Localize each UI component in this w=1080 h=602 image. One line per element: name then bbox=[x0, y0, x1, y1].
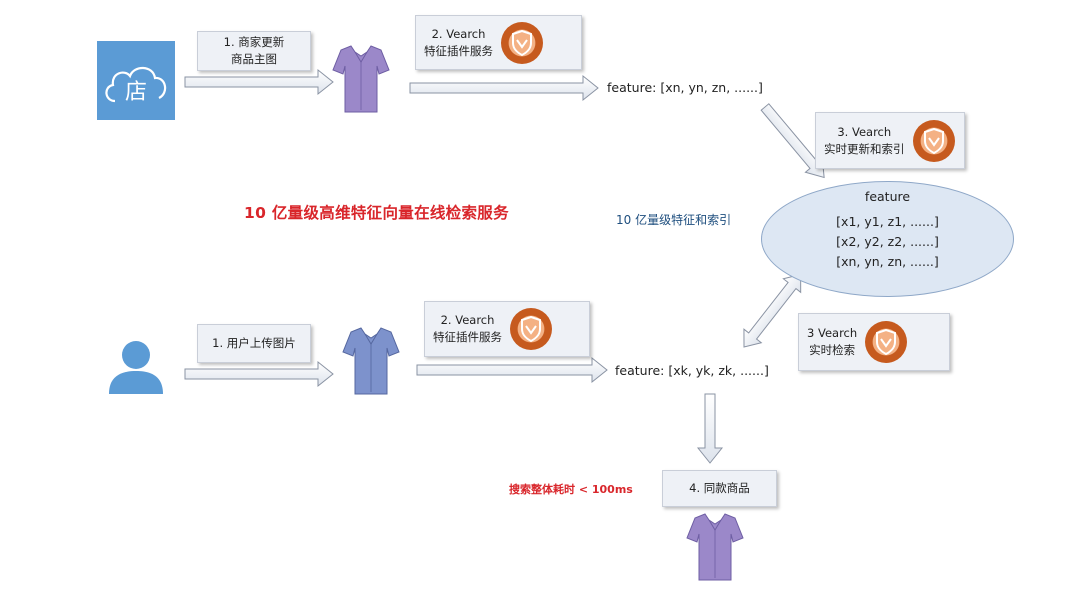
step-feature-plugin-top: 2. Vearch 特征插件服务 bbox=[415, 15, 582, 70]
feature-store-title: feature bbox=[864, 189, 911, 204]
vearch-logo-icon bbox=[501, 21, 543, 64]
vearch-logo-icon bbox=[865, 321, 908, 363]
index-label: 10 亿量级特征和索引 bbox=[616, 213, 732, 227]
step-similar-products: 4. 同款商品 bbox=[662, 470, 777, 507]
step-feature-plugin-bottom: 2. Vearch 特征插件服务 bbox=[424, 301, 590, 357]
step-label: 3 Vearch bbox=[807, 326, 858, 340]
vearch-logo-icon bbox=[912, 119, 955, 162]
latency-note: 搜索整体耗时 < 100ms bbox=[509, 483, 633, 496]
shirt-icon-query bbox=[342, 327, 400, 395]
diagram-title: 10 亿量级高维特征向量在线检索服务 bbox=[244, 204, 509, 222]
step-label: 特征插件服务 bbox=[433, 330, 502, 344]
step-label: 特征插件服务 bbox=[424, 43, 493, 58]
arrow-shirt-to-query-feature bbox=[416, 356, 608, 384]
feature-vector-query: feature: [xk, yk, zk, ......] bbox=[615, 363, 769, 378]
arrow-feature-to-results bbox=[696, 393, 724, 464]
step-label: 1. 用户上传图片 bbox=[212, 336, 296, 350]
step-label: 实时检索 bbox=[809, 343, 856, 357]
vearch-logo-icon bbox=[510, 308, 552, 350]
arrow-user-to-shirt bbox=[184, 360, 334, 388]
user-icon bbox=[109, 341, 163, 394]
step-realtime-search: 3 Vearch 实时检索 bbox=[798, 313, 950, 371]
step-label: 商品主图 bbox=[231, 52, 277, 66]
step-label: 1. 商家更新 bbox=[223, 35, 285, 49]
arrow-shirt-to-feature bbox=[409, 74, 599, 102]
cloud-icon: 店 bbox=[105, 66, 167, 105]
store-glyph: 店 bbox=[125, 80, 147, 105]
store-icon: 店 bbox=[97, 41, 175, 120]
step-label: 2. Vearch bbox=[431, 26, 486, 41]
shirt-icon-product bbox=[332, 45, 390, 113]
step-merchant-update: 1. 商家更新 商品主图 bbox=[197, 31, 311, 71]
step-label: 4. 同款商品 bbox=[689, 481, 750, 495]
step-label: 3. Vearch bbox=[837, 124, 892, 139]
step-label: 2. Vearch bbox=[440, 313, 495, 327]
feature-store-row: [x1, y1, z1, ......] bbox=[836, 214, 939, 229]
feature-vector-top: feature: [xn, yn, zn, ......] bbox=[607, 80, 763, 95]
arrow-shop-to-shirt bbox=[184, 68, 334, 96]
feature-store-row: [x2, y2, z2, ......] bbox=[836, 234, 939, 249]
step-user-upload: 1. 用户上传图片 bbox=[197, 324, 311, 363]
step-realtime-index: 3. Vearch 实时更新和索引 bbox=[815, 112, 965, 169]
feature-store-row: [xn, yn, zn, ......] bbox=[836, 254, 939, 269]
feature-store-ellipse bbox=[761, 181, 1014, 297]
shirt-icon-result bbox=[686, 513, 744, 581]
step-label: 实时更新和索引 bbox=[824, 141, 905, 156]
